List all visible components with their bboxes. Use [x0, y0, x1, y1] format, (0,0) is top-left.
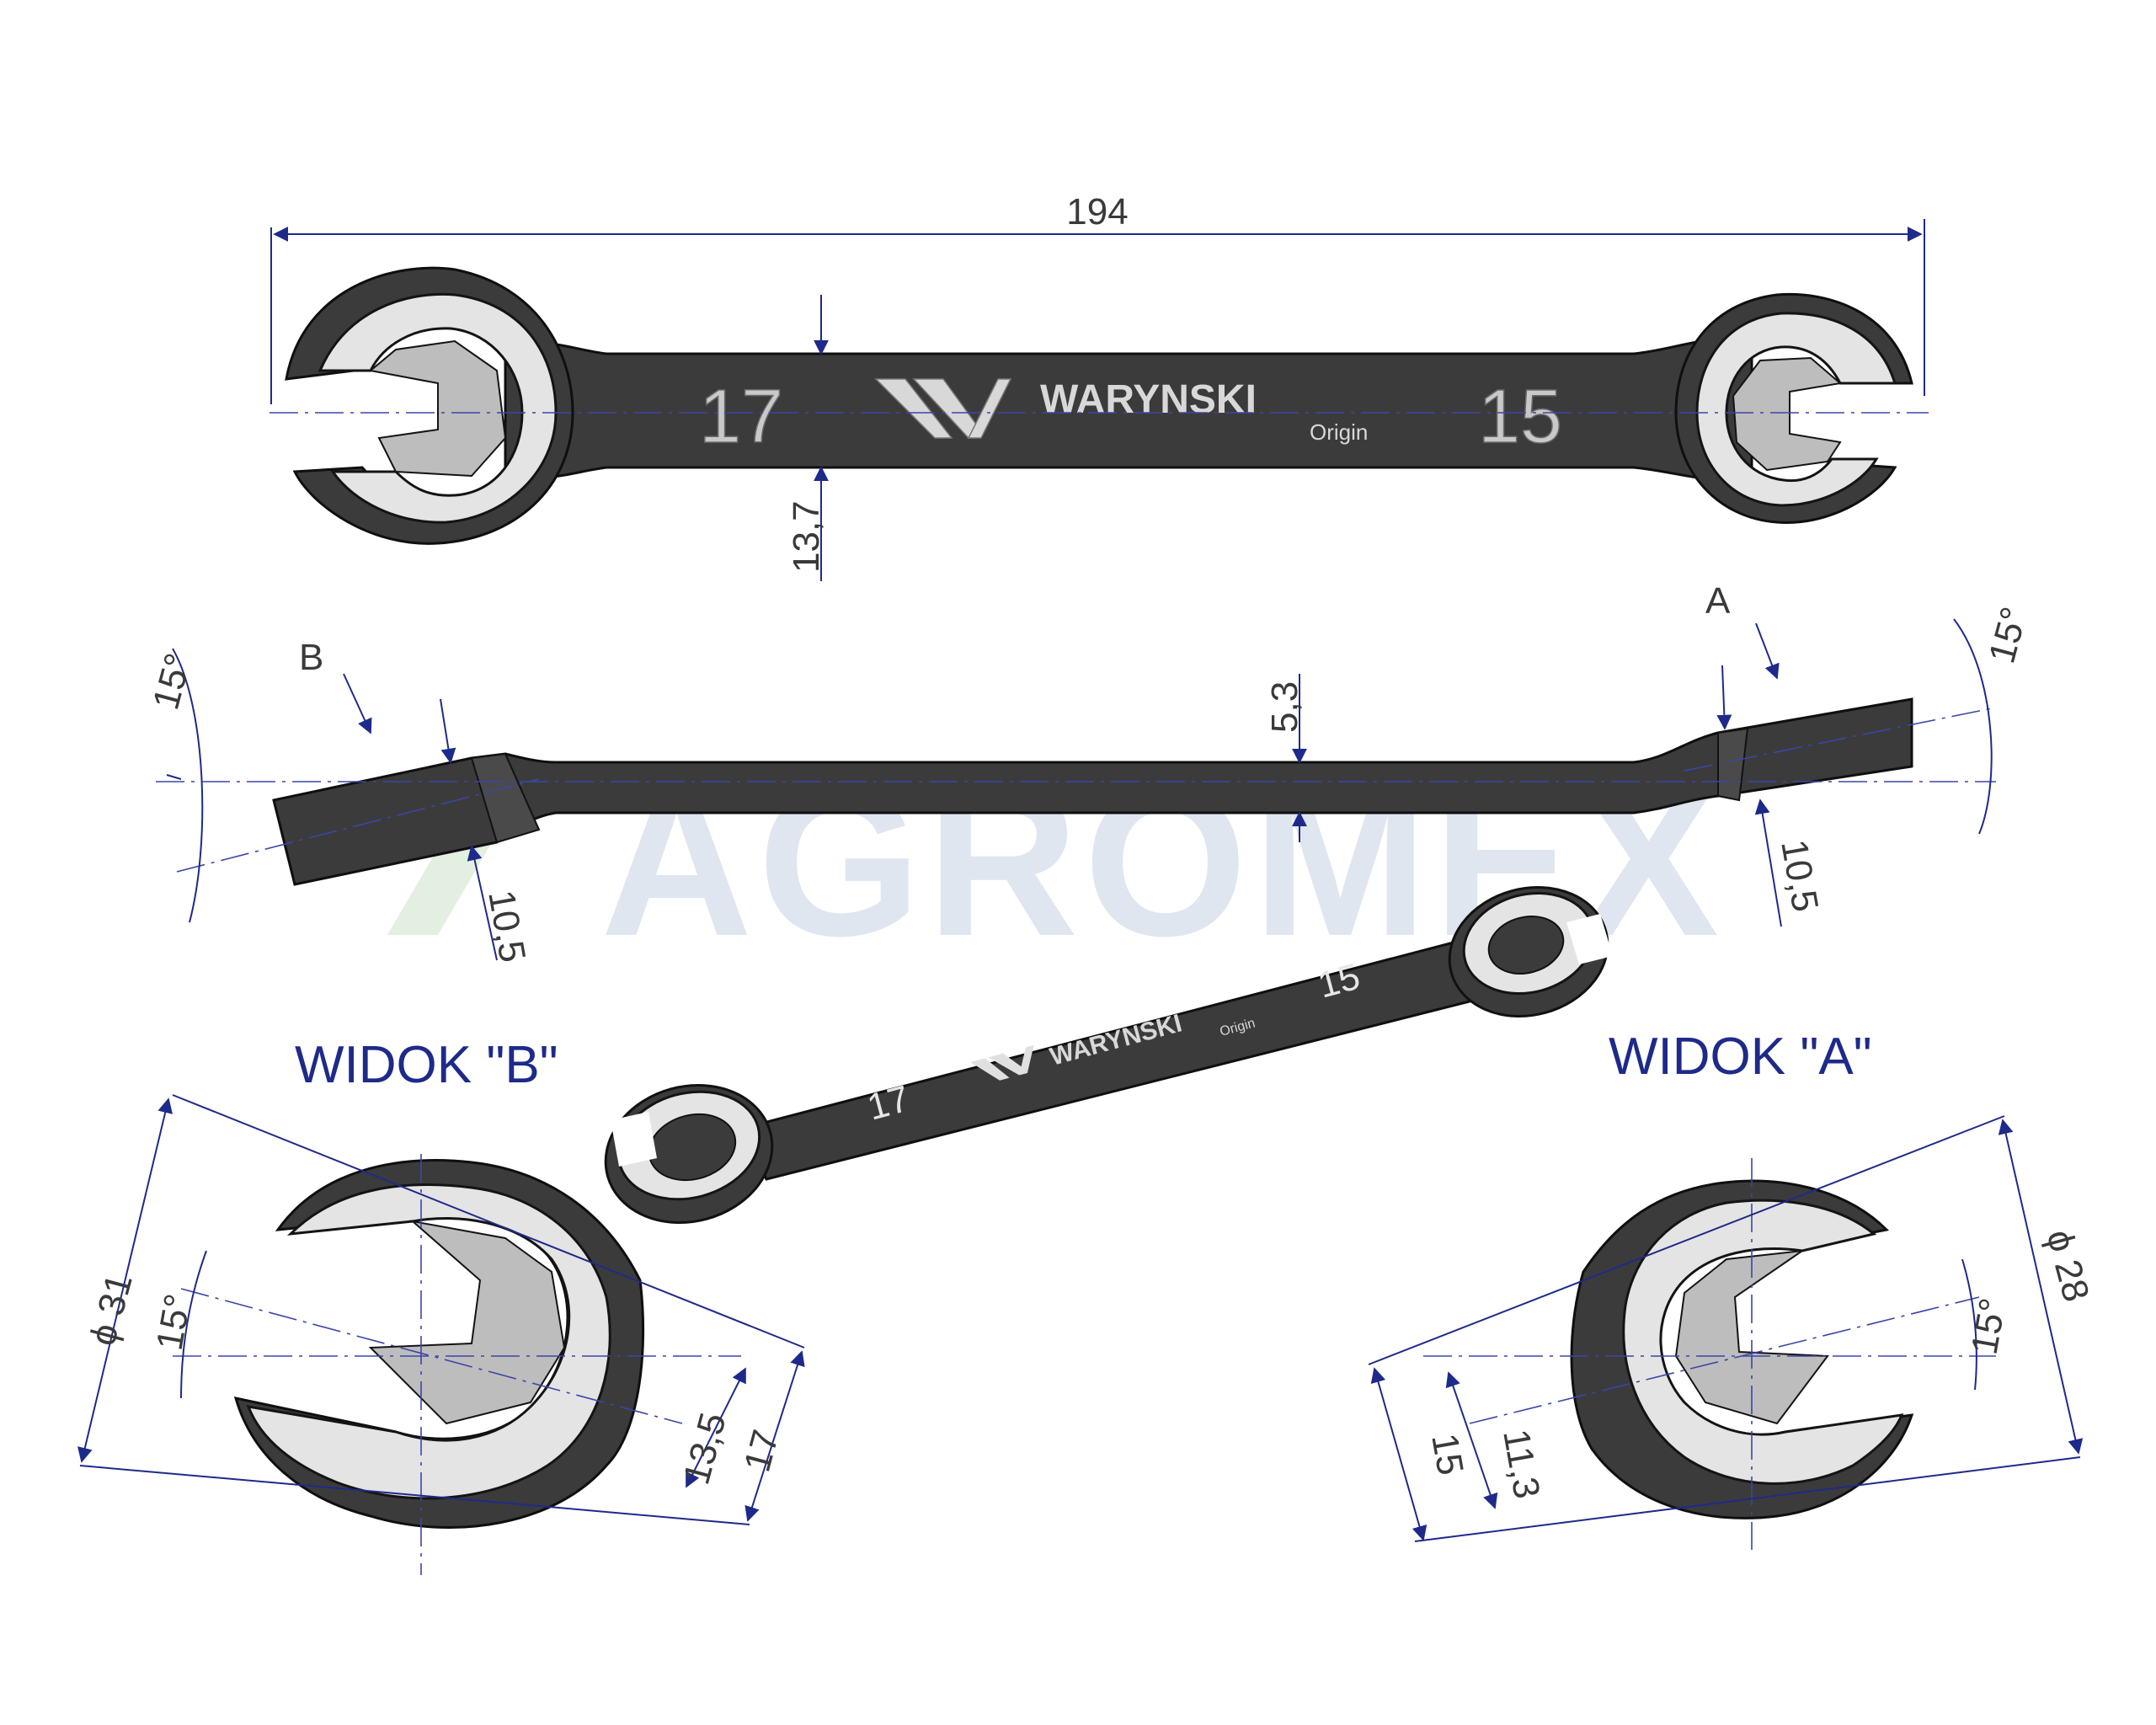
view-b-ext-bottom: [79, 1465, 750, 1525]
view-b-diameter: ϕ 31: [82, 1269, 141, 1350]
wrench-head-left-perspective: [604, 1084, 774, 1224]
side-view: 15° B A 15° 5,3 10,5 10,5: [145, 580, 2036, 965]
view-a-inner: 11,3: [1495, 1426, 1548, 1502]
view-a-ext-top: [1368, 1115, 2005, 1365]
view-b-angle: 15°: [149, 1291, 200, 1354]
head-right-arrow-top: [1716, 665, 1732, 730]
view-a-inner-line: [1445, 1371, 1498, 1509]
view-a-diameter-line: [1998, 1119, 2084, 1455]
view-a-hex: [1674, 1250, 1829, 1425]
angle-left-label: 15°: [145, 649, 200, 714]
view-b-inner: 13,5: [675, 1408, 734, 1488]
head-left-dimension: 10,5: [480, 887, 533, 965]
view-a-ext-bottom: [1414, 1456, 2081, 1542]
view-b-marker: B: [299, 637, 323, 678]
wrench-head-right-top: [1674, 292, 1913, 524]
head-right-dimension: 10,5: [1773, 836, 1826, 915]
tilt-line-right: [1684, 707, 1997, 772]
size-engraving-left: 17: [699, 375, 783, 459]
view-b-inner-line: [686, 1367, 746, 1488]
angle-right-label: 15°: [1981, 603, 2036, 668]
thickness-dimension: 5,3: [1264, 681, 1305, 733]
brand-logo-icon: [874, 378, 1012, 440]
view-b: WIDOK "B" ϕ 31 15° 13,5 17: [77, 1036, 805, 1575]
view-a-tilt-line: [1469, 1296, 1980, 1424]
head-right-arrow-bottom: [1754, 798, 1782, 927]
top-view: 194 17 15 WARYNSKI Origin 13,7: [270, 191, 1929, 581]
view-a-ring: [1622, 1199, 1904, 1485]
view-a-title: WIDOK "A": [1609, 1028, 1872, 1086]
view-a-marker: A: [1705, 580, 1731, 622]
perspective-view: 17 15 WARYNSKI Origin: [604, 885, 1613, 1224]
wrench-head-left-top: [285, 266, 574, 545]
view-b-title: WIDOK "B": [295, 1036, 558, 1094]
view-a-arrow: [1755, 622, 1780, 680]
view-b-angle-arc: [180, 1250, 207, 1399]
view-b-ext-top: [172, 1094, 805, 1348]
view-b-outer-line: [744, 1350, 805, 1522]
angle-arc-left: [172, 648, 204, 923]
head-left-arrow-top: [440, 698, 456, 764]
head-left-arrow-bottom: [467, 845, 498, 961]
wrench-head-right-perspective: [1448, 885, 1613, 1018]
angle-arc-right: [1953, 618, 1993, 835]
brand-name: WARYNSKI: [1040, 377, 1257, 422]
angle-tick-left: [166, 774, 182, 780]
length-dimension: 194: [1066, 191, 1128, 232]
side-left-bevel: [470, 752, 541, 844]
view-a-angle: 15°: [1964, 1295, 2015, 1358]
view-a-outer: 15: [1423, 1430, 1471, 1478]
perspective-logo-icon: [970, 1044, 1034, 1081]
brand-subtitle: Origin: [1310, 419, 1368, 445]
view-a-angle-arc: [1961, 1258, 1977, 1391]
view-b-arrow: [343, 673, 372, 734]
view-b-outer: 17: [736, 1426, 787, 1477]
handle-width-dimension: 13,7: [786, 500, 827, 573]
wrench-side-body: [272, 697, 1913, 886]
view-a-diameter: ϕ 28: [2038, 1226, 2097, 1306]
view-b-hex: [368, 1220, 566, 1425]
view-a: WIDOK "A" ϕ 28 15° 11,3 15: [1368, 1028, 2097, 1550]
view-b-diameter-line: [77, 1097, 173, 1463]
view-b-tilt-line: [180, 1288, 683, 1424]
size-engraving-right: 15: [1478, 375, 1562, 459]
tilt-line-left: [176, 778, 540, 873]
view-a-outer-line: [1370, 1367, 1428, 1541]
